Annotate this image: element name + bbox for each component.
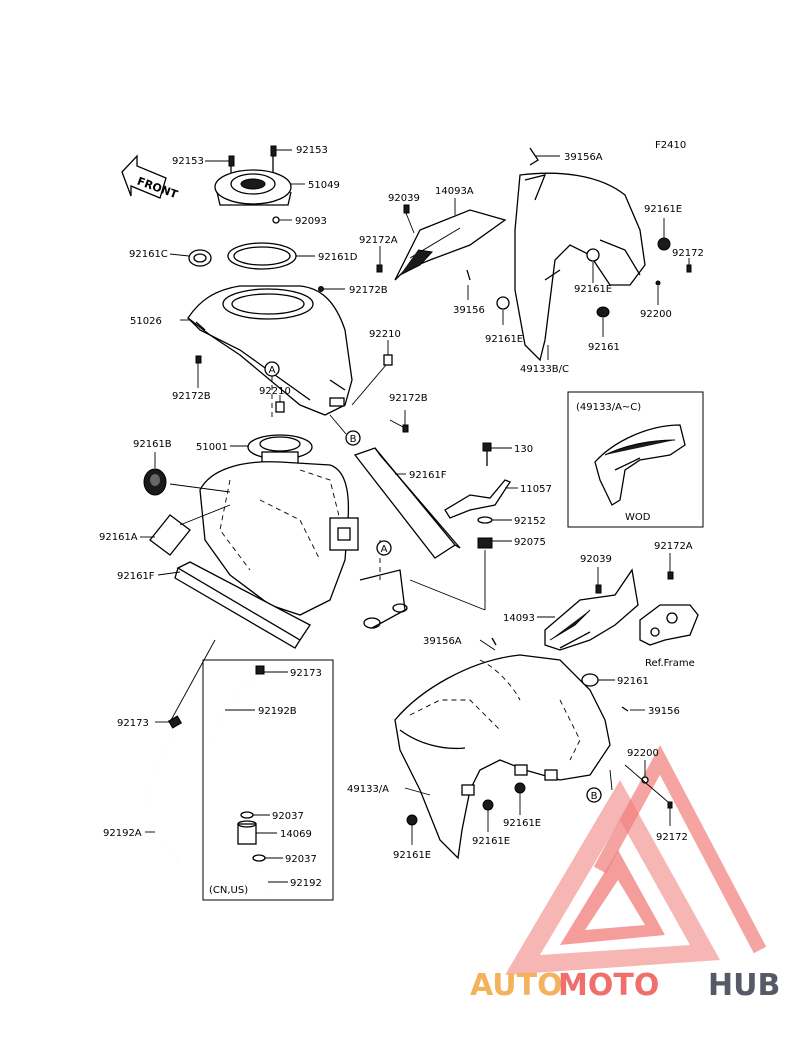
- ref-b-bottom: B: [586, 787, 602, 803]
- callout-92039-top: 92039: [388, 193, 420, 204]
- fairing-49133BC: [376, 147, 692, 362]
- callout-92210-mid: 92210: [259, 386, 291, 397]
- callout-92161D: 92161D: [318, 252, 358, 263]
- watermark-moto: MOTO: [558, 968, 659, 1003]
- watermark-text: AUTO MOTO HUB: [470, 968, 780, 1003]
- callout-labels: 92153 92153 51049 92093 92161C 92161D 92…: [99, 145, 704, 896]
- callout-92210-right: 92210: [369, 329, 401, 340]
- callout-130: 130: [514, 444, 533, 455]
- svg-text:A: A: [269, 365, 276, 376]
- callout-92161-mid: 92161: [617, 676, 649, 687]
- watermark-auto: AUTO: [470, 968, 563, 1003]
- callout-92153-right: 92153: [296, 145, 328, 156]
- callout-92172B-left: 92172B: [172, 391, 211, 402]
- clip-92210: [275, 401, 285, 413]
- callout-14069: 14069: [280, 829, 312, 840]
- callout-92037-top: 92037: [272, 811, 304, 822]
- callout-92172A-mid: 92172A: [654, 541, 693, 552]
- callout-ref-frame: Ref.Frame: [645, 658, 695, 669]
- callout-92093: 92093: [295, 216, 327, 227]
- callout-92161E-top: 92161E: [644, 204, 682, 215]
- callout-92075: 92075: [514, 537, 546, 548]
- callout-92192A: 92192A: [103, 828, 142, 839]
- callout-92172B-mid: 92172B: [389, 393, 428, 404]
- bracket-14093: [537, 553, 699, 651]
- callout-92161E-b2: 92161E: [472, 836, 510, 847]
- callout-92161F-left: 92161F: [117, 571, 155, 582]
- region-box: [202, 659, 334, 901]
- box-note: (CN,US): [209, 885, 248, 896]
- callout-49133BC: 49133B/C: [520, 364, 569, 375]
- callout-92161C: 92161C: [129, 249, 168, 260]
- callout-92200-top: 92200: [640, 309, 672, 320]
- callout-39156-top: 39156: [453, 305, 485, 316]
- hose-92192B: [213, 665, 288, 896]
- callout-14093: 14093: [503, 613, 535, 624]
- inset-variant-box: (49133/A~C) WOD: [567, 391, 704, 528]
- callout-92161E-mid: 92161E: [574, 284, 612, 295]
- watermark-logo: [505, 745, 767, 975]
- callout-92039-mid: 92039: [580, 554, 612, 565]
- callout-92161-top: 92161: [588, 342, 620, 353]
- callout-92192B: 92192B: [258, 706, 297, 717]
- front-arrow-icon: FRONT: [121, 154, 180, 201]
- ref-a-mid: A: [376, 540, 392, 556]
- callout-92152: 92152: [514, 516, 546, 527]
- callout-92161E-b3: 92161E: [393, 850, 431, 861]
- callout-92153-left: 92153: [172, 156, 204, 167]
- foam-strip-92161F-left: [157, 561, 311, 649]
- ref-a-top: A: [264, 361, 280, 420]
- svg-text:B: B: [591, 791, 598, 802]
- callout-92161A: 92161A: [99, 532, 138, 543]
- callout-14093A: 14093A: [435, 186, 474, 197]
- callout-92172B-top: 92172B: [349, 285, 388, 296]
- callout-92172A-top: 92172A: [359, 235, 398, 246]
- callout-92172-top: 92172: [672, 248, 704, 259]
- callout-92161B: 92161B: [133, 439, 172, 450]
- callout-92037-bot: 92037: [285, 854, 317, 865]
- bracket-11057: [409, 442, 518, 611]
- svg-text:A: A: [381, 544, 388, 555]
- callout-51049: 51049: [308, 180, 340, 191]
- callout-92192: 92192: [290, 878, 322, 889]
- grommets-bottom: [406, 673, 673, 845]
- svg-text:B: B: [350, 434, 357, 445]
- callout-92161E-b1: 92161E: [503, 818, 541, 829]
- watermark-hub: HUB: [708, 968, 780, 1003]
- hose-92192A: [145, 639, 216, 863]
- callout-11057: 11057: [520, 484, 552, 495]
- foam-strip-92161F-top: [353, 447, 461, 559]
- ref-b-top: B: [329, 414, 361, 446]
- callout-39156A-top: 39156A: [564, 152, 603, 163]
- callout-51026: 51026: [130, 316, 162, 327]
- callout-92172-mid: 92172: [656, 832, 688, 843]
- callout-92161E-left: 92161E: [485, 334, 523, 345]
- fuel-cap-assembly: [169, 145, 315, 270]
- callout-51001: 51001: [196, 442, 228, 453]
- callout-39156-mid: 39156: [648, 706, 680, 717]
- grommet-92161B: [143, 452, 231, 496]
- fuel-tank: [199, 434, 408, 629]
- inset-note: WOD: [625, 512, 651, 523]
- callout-49133A: 49133/A: [347, 784, 389, 795]
- fairing-49133A: [394, 637, 611, 860]
- inset-title: (49133/A~C): [576, 402, 641, 413]
- callout-92161F-top: 92161F: [409, 470, 447, 481]
- tank-upper-cover: [180, 285, 409, 433]
- callout-39156A-mid: 39156A: [423, 636, 462, 647]
- pad-92161A: [140, 504, 231, 556]
- figure-code: F2410: [655, 140, 686, 151]
- callout-92173-left: 92173: [117, 718, 149, 729]
- callout-92173-box: 92173: [290, 668, 322, 679]
- callout-92200-mid: 92200: [627, 748, 659, 759]
